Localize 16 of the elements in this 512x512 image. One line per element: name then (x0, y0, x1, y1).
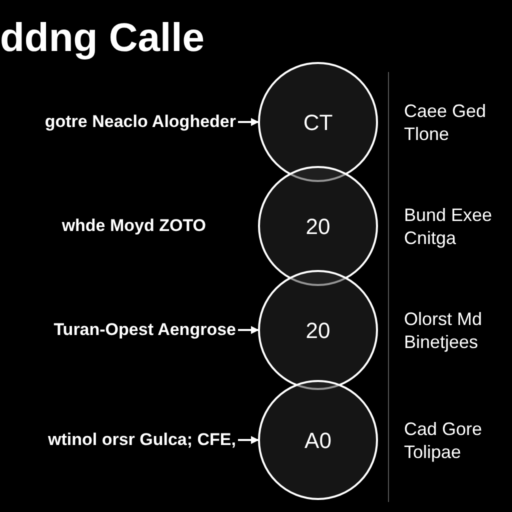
stage-note: Tolipae (404, 440, 462, 463)
stage-note: Cnitga (404, 226, 458, 249)
arrow (238, 436, 259, 444)
stage-note: Olorst Md (404, 308, 482, 330)
step-label: wtinol orsr Gulca; CFE, (48, 429, 236, 450)
title: ddng Calle (0, 18, 204, 58)
step-label: gotre Neaclo Alogheder (44, 111, 236, 132)
stage-note: Bund Exee (404, 204, 492, 226)
step-label: Turan-Opest Aengrose (54, 319, 236, 340)
stage-note: Binetjees (404, 330, 480, 353)
arrow (238, 118, 259, 126)
stage-note: Caee Ged (404, 100, 486, 122)
stage-note: Cad Gore (404, 418, 482, 440)
step-label: whde Moyd ZOTO (62, 215, 206, 236)
stage-note: Tlone (404, 122, 450, 145)
arrow (238, 326, 259, 334)
